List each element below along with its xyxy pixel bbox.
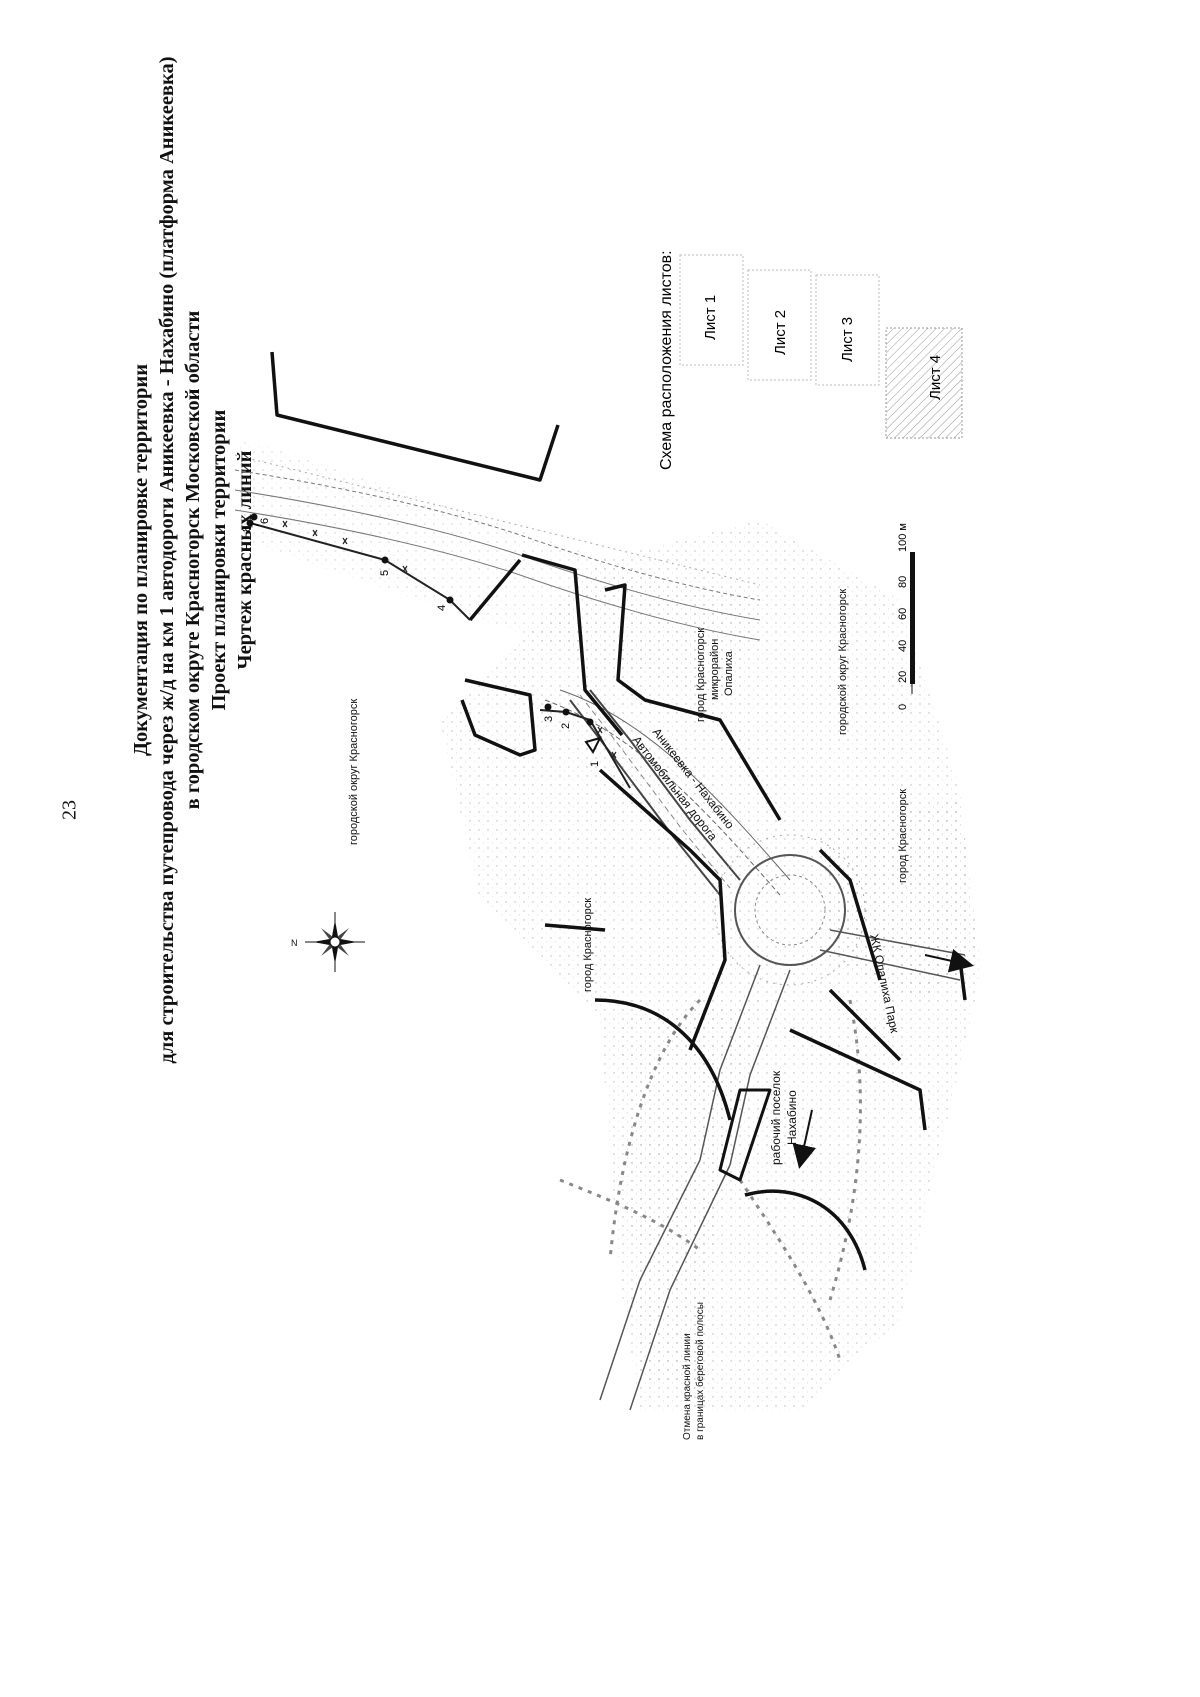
svg-text:N: N <box>291 938 298 948</box>
scale-tick-80: 80 <box>897 576 909 588</box>
southern-roads <box>599 929 966 1411</box>
cross-markers <box>282 520 617 759</box>
sheet-label-2: Лист 2 <box>772 310 789 355</box>
point-number-7: 7 <box>250 522 262 528</box>
scale-tick-0: 0 <box>897 704 909 710</box>
point-marker <box>246 519 254 527</box>
scale-tick-100: 100 м <box>897 523 909 552</box>
label-microdistrict-line2: микрорайон <box>709 639 721 700</box>
point-marker <box>562 708 570 716</box>
label-workers-line1: рабочий поселок <box>769 1070 783 1165</box>
label-district-top: городской округ Красногорск <box>348 699 360 845</box>
sheet-label-4: Лист 4 <box>927 355 944 400</box>
scale-tick-60: 60 <box>897 608 909 620</box>
road-corridor-north <box>234 454 761 641</box>
direction-arrow-icon <box>792 948 974 1169</box>
point-marker <box>381 556 389 564</box>
point-number-4: 4 <box>436 605 448 611</box>
label-microdistrict-line1: город Красногорск <box>695 628 707 722</box>
sheet-scheme: Схема расположения листов: Лист 1 Лист 2… <box>658 250 963 470</box>
point-number-5: 5 <box>379 570 391 576</box>
point-marker <box>586 718 594 726</box>
label-city-left: город Красногорск <box>582 898 594 992</box>
label-city-right: город Красногорск <box>897 789 909 883</box>
numbered-points: 8 7 6 5 4 3 2 1 <box>241 513 602 767</box>
point-number-1: 1 <box>589 761 601 767</box>
label-workers-line2: Нахабино <box>785 1090 799 1145</box>
sheet-box-1 <box>679 254 744 366</box>
sheet-scheme-title: Схема расположения листов: <box>658 250 675 470</box>
point-number-2: 2 <box>560 723 572 729</box>
sheet-label-1: Лист 1 <box>702 295 719 340</box>
point-number-6: 6 <box>259 518 271 524</box>
scale-bar: 0 20 40 60 80 100 м <box>897 523 915 710</box>
sheet-box-4-active <box>885 327 963 439</box>
main-road <box>569 689 741 896</box>
point-number-3: 3 <box>543 716 555 722</box>
label-microdistrict-line3: Опалиха <box>723 650 735 696</box>
point-1-triangle <box>584 736 602 754</box>
sheet-label-3: Лист 3 <box>839 317 856 362</box>
label-shore-line2: в границах береговой полосы <box>694 1302 706 1440</box>
tree-rows <box>559 998 862 1361</box>
point-marker <box>250 513 258 521</box>
point-marker <box>544 703 552 711</box>
label-shore-line1: Отмена красной линии <box>682 1333 693 1440</box>
red-line-boundaries <box>270 351 967 1271</box>
sheet-box-2 <box>747 269 812 381</box>
point-number-8: 8 <box>241 526 253 532</box>
scale-tick-40: 40 <box>897 640 909 652</box>
map-background <box>240 440 980 1410</box>
railway-tracks <box>544 689 791 896</box>
compass-rose-icon: N <box>291 912 365 972</box>
point-marker <box>446 596 454 604</box>
sheet-box-3 <box>815 274 880 386</box>
scale-tick-20: 20 <box>897 671 909 683</box>
red-line-with-points <box>249 522 631 789</box>
roundabout <box>714 834 866 986</box>
label-district-bottom: городской округ Красногорск <box>837 589 849 735</box>
